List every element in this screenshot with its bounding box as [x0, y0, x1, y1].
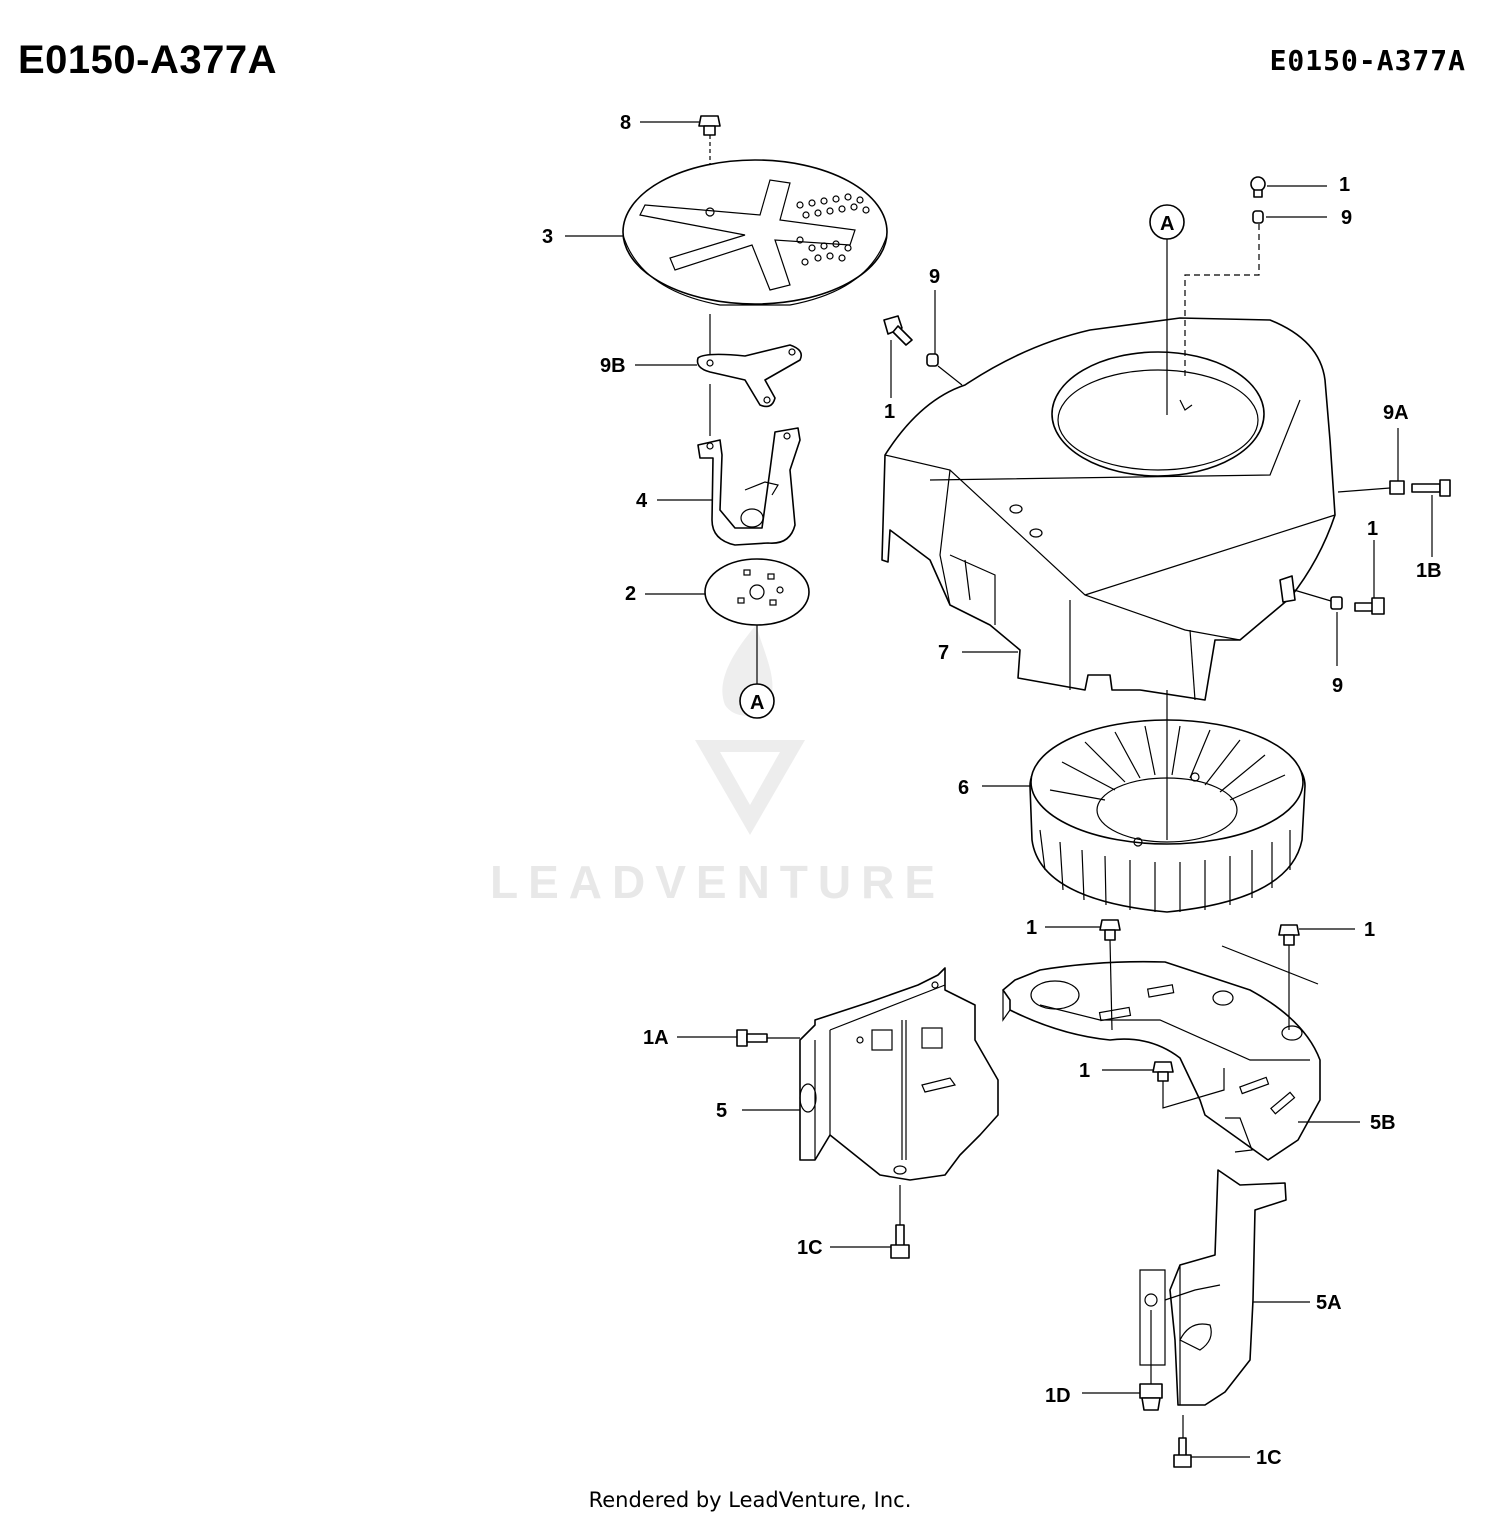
reference-a-top: A [1149, 204, 1185, 240]
part-3-screen[interactable] [622, 159, 888, 306]
part-9-washer-right[interactable] [1330, 596, 1343, 610]
callout-5: 5 [716, 1100, 727, 1122]
diagram-title-left: E0150-A377A [18, 38, 277, 82]
part-9-washer-top[interactable] [1252, 210, 1264, 224]
part-1-bolt-right[interactable] [1354, 597, 1385, 615]
part-1B-bolt[interactable] [1411, 479, 1451, 497]
callout-7: 7 [938, 642, 949, 664]
callout-9B: 9B [600, 355, 626, 377]
callout-1-low-left: 1 [1026, 917, 1037, 939]
callout-6: 6 [958, 777, 969, 799]
part-1-bolt-low-right[interactable] [1278, 924, 1300, 946]
part-5B-shroud[interactable] [1002, 960, 1321, 1161]
part-1-bolt-top[interactable] [1250, 176, 1266, 198]
callout-5A: 5A [1316, 1292, 1342, 1314]
callout-1-right: 1 [1367, 518, 1378, 540]
part-1A-bolt[interactable] [736, 1029, 768, 1047]
svg-text:A: A [750, 692, 764, 714]
screen-mesh-holes [796, 193, 870, 266]
callout-9-right: 9 [1332, 675, 1343, 697]
watermark-text: LEADVENTURE [490, 856, 945, 908]
part-4-bracket[interactable] [697, 427, 801, 546]
callout-1D: 1D [1045, 1385, 1071, 1407]
callout-1A: 1A [643, 1027, 669, 1049]
callout-1-top: 1 [1339, 174, 1350, 196]
svg-text:A: A [1160, 213, 1174, 235]
part-9-washer-mid[interactable] [926, 353, 939, 367]
part-5A-shroud[interactable] [1139, 1169, 1287, 1406]
callout-9-top: 9 [1341, 207, 1352, 229]
part-5-side-shroud[interactable] [799, 967, 999, 1181]
part-1-bolt-mid[interactable] [883, 315, 913, 346]
reference-a-left: A [739, 683, 775, 719]
diagram-title-right: E0150-A377A [1269, 44, 1466, 77]
callout-1-mid: 1 [884, 401, 895, 423]
part-9A-spacer[interactable] [1389, 480, 1405, 495]
callout-3: 3 [542, 226, 553, 248]
part-1-bolt-low-mid[interactable] [1152, 1061, 1174, 1082]
part-9B-plate[interactable] [696, 344, 803, 408]
watermark-logo [695, 625, 805, 835]
callout-5B: 5B [1370, 1112, 1396, 1134]
callout-8: 8 [620, 112, 631, 134]
callout-1C-left: 1C [797, 1237, 823, 1259]
footer-credit: Rendered by LeadVenture, Inc. [588, 1488, 912, 1512]
part-2-plate[interactable] [704, 558, 810, 626]
callout-1-low-mid: 1 [1079, 1060, 1090, 1082]
callout-1C-right: 1C [1256, 1447, 1282, 1469]
part-1D-bolt[interactable] [1139, 1383, 1163, 1411]
part-1-bolt-low-left[interactable] [1099, 919, 1121, 941]
part-8-bolt[interactable] [698, 115, 721, 136]
callout-9-mid: 9 [929, 266, 940, 288]
callout-4: 4 [636, 490, 648, 512]
callout-2: 2 [625, 583, 636, 605]
part-1C-bolt-left[interactable] [890, 1224, 910, 1259]
part-1C-bolt-right[interactable] [1173, 1437, 1192, 1468]
part-7-blower-housing[interactable] [881, 317, 1336, 701]
callout-1B: 1B [1416, 560, 1442, 582]
callout-9A: 9A [1383, 402, 1409, 424]
callout-1-low-right: 1 [1364, 919, 1375, 941]
